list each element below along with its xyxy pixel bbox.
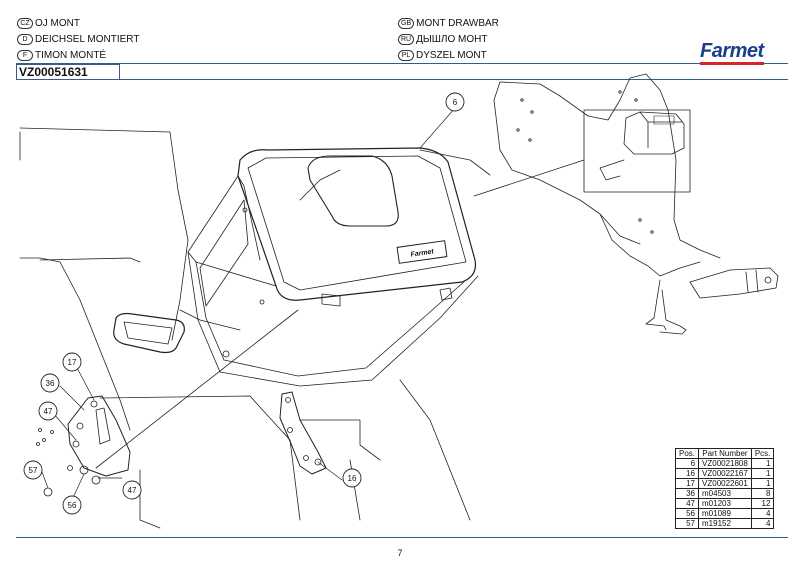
cell-part-number: m19152	[698, 518, 752, 529]
callout-circle	[23, 460, 43, 480]
callout-circle	[40, 373, 60, 393]
col-part-number: Part Number	[698, 448, 752, 459]
table-row: 57 m19152 4	[674, 518, 775, 529]
page-number: 7	[397, 548, 403, 558]
cell-part-number: VZ00021808	[698, 458, 752, 469]
cell-pos: 36	[674, 488, 700, 499]
header-lang-cz: CZ OJ MONT	[17, 18, 80, 29]
footer-rule	[16, 537, 788, 538]
callout-circle	[38, 401, 58, 421]
overview-drawing	[493, 73, 779, 335]
table-row: 47 m01203 12	[674, 498, 775, 509]
cell-pcs: 4	[750, 508, 775, 519]
parts-table: Pos. Part Number Pcs. 6 VZ00021808 1 16 …	[674, 448, 775, 529]
header-text: DEICHSEL MONTIERT	[35, 34, 140, 45]
lang-badge: RU	[398, 34, 415, 45]
col-pcs: Pcs.	[750, 448, 775, 459]
header-lang-d: D DEICHSEL MONTIERT	[17, 34, 139, 45]
cell-pcs: 12	[750, 498, 775, 509]
cell-pcs: 4	[750, 518, 775, 529]
callout-16: 16	[348, 474, 357, 483]
table-row: 56 m01089 4	[674, 508, 775, 519]
cell-pcs: 1	[750, 458, 775, 469]
header-text: MONT DRAWBAR	[416, 18, 499, 29]
callout-47b: 47	[128, 486, 137, 495]
table-row: 6 VZ00021808 1	[674, 458, 775, 469]
header-rule-top	[16, 63, 788, 64]
left-bracket	[36, 395, 131, 497]
lang-badge: PL	[398, 50, 414, 61]
cell-pos: 57	[674, 518, 700, 529]
box-logo-label: Farmet	[410, 248, 435, 258]
lang-badge: CZ	[17, 18, 33, 29]
lang-badge: F	[17, 50, 33, 61]
callout-circle	[342, 468, 362, 488]
header-lang-pl: PL DYSZEL MONT	[398, 50, 487, 61]
farmet-logo: Farmet	[700, 40, 764, 65]
header-text: ДЫШЛО МОНТ	[416, 34, 488, 45]
header-text: DYSZEL MONT	[416, 50, 487, 61]
cell-part-number: VZ00022167	[698, 468, 752, 479]
callout-circle	[62, 495, 82, 515]
callout-36: 36	[46, 379, 55, 388]
callout-circle	[62, 352, 82, 372]
header-rule-bottom	[16, 79, 788, 80]
lang-badge: D	[17, 34, 33, 45]
frame-outline	[19, 127, 491, 529]
tool-box	[187, 147, 479, 387]
callout-56: 56	[68, 501, 77, 510]
oval-slot	[113, 312, 185, 354]
cell-pos: 56	[674, 508, 700, 519]
header-lang-f: F TIMON MONTÉ	[17, 50, 106, 61]
cell-pos: 47	[674, 498, 700, 509]
callout-circle	[445, 92, 465, 112]
callout-47: 47	[44, 407, 53, 416]
cell-part-number: m01089	[698, 508, 752, 519]
col-pos: Pos.	[674, 448, 700, 459]
callout-6: 6	[453, 98, 458, 107]
header-lang-gb: GB MONT DRAWBAR	[398, 18, 499, 29]
cell-pos: 16	[674, 468, 700, 479]
detail-connector-line	[473, 159, 585, 197]
header-text: TIMON MONTÉ	[35, 50, 107, 61]
cell-part-number: m01203	[698, 498, 752, 509]
cell-pcs: 1	[750, 468, 775, 479]
lang-badge: GB	[398, 18, 415, 29]
table-row: 36 m04503 8	[674, 488, 775, 499]
cell-part-number: VZ00022601	[698, 478, 752, 489]
callout-leaders	[41, 107, 456, 501]
header-lang-ru: RU ДЫШЛО МОНТ	[398, 34, 487, 45]
header-text: OJ MONT	[35, 18, 80, 29]
callout-17: 17	[68, 358, 77, 367]
right-bracket	[279, 391, 327, 475]
callout-57: 57	[29, 466, 38, 475]
cell-pcs: 8	[750, 488, 775, 499]
leader-line	[95, 309, 299, 469]
callout-circles	[23, 92, 465, 515]
table-header-row: Pos. Part Number Pcs.	[674, 448, 775, 459]
table-row: 17 VZ00022601 1	[674, 478, 775, 489]
cell-pos: 17	[674, 478, 700, 489]
callout-circle	[122, 480, 142, 500]
cell-pos: 6	[674, 458, 700, 469]
cell-pcs: 1	[750, 478, 775, 489]
cell-part-number: m04503	[698, 488, 752, 499]
table-row: 16 VZ00022167 1	[674, 468, 775, 479]
